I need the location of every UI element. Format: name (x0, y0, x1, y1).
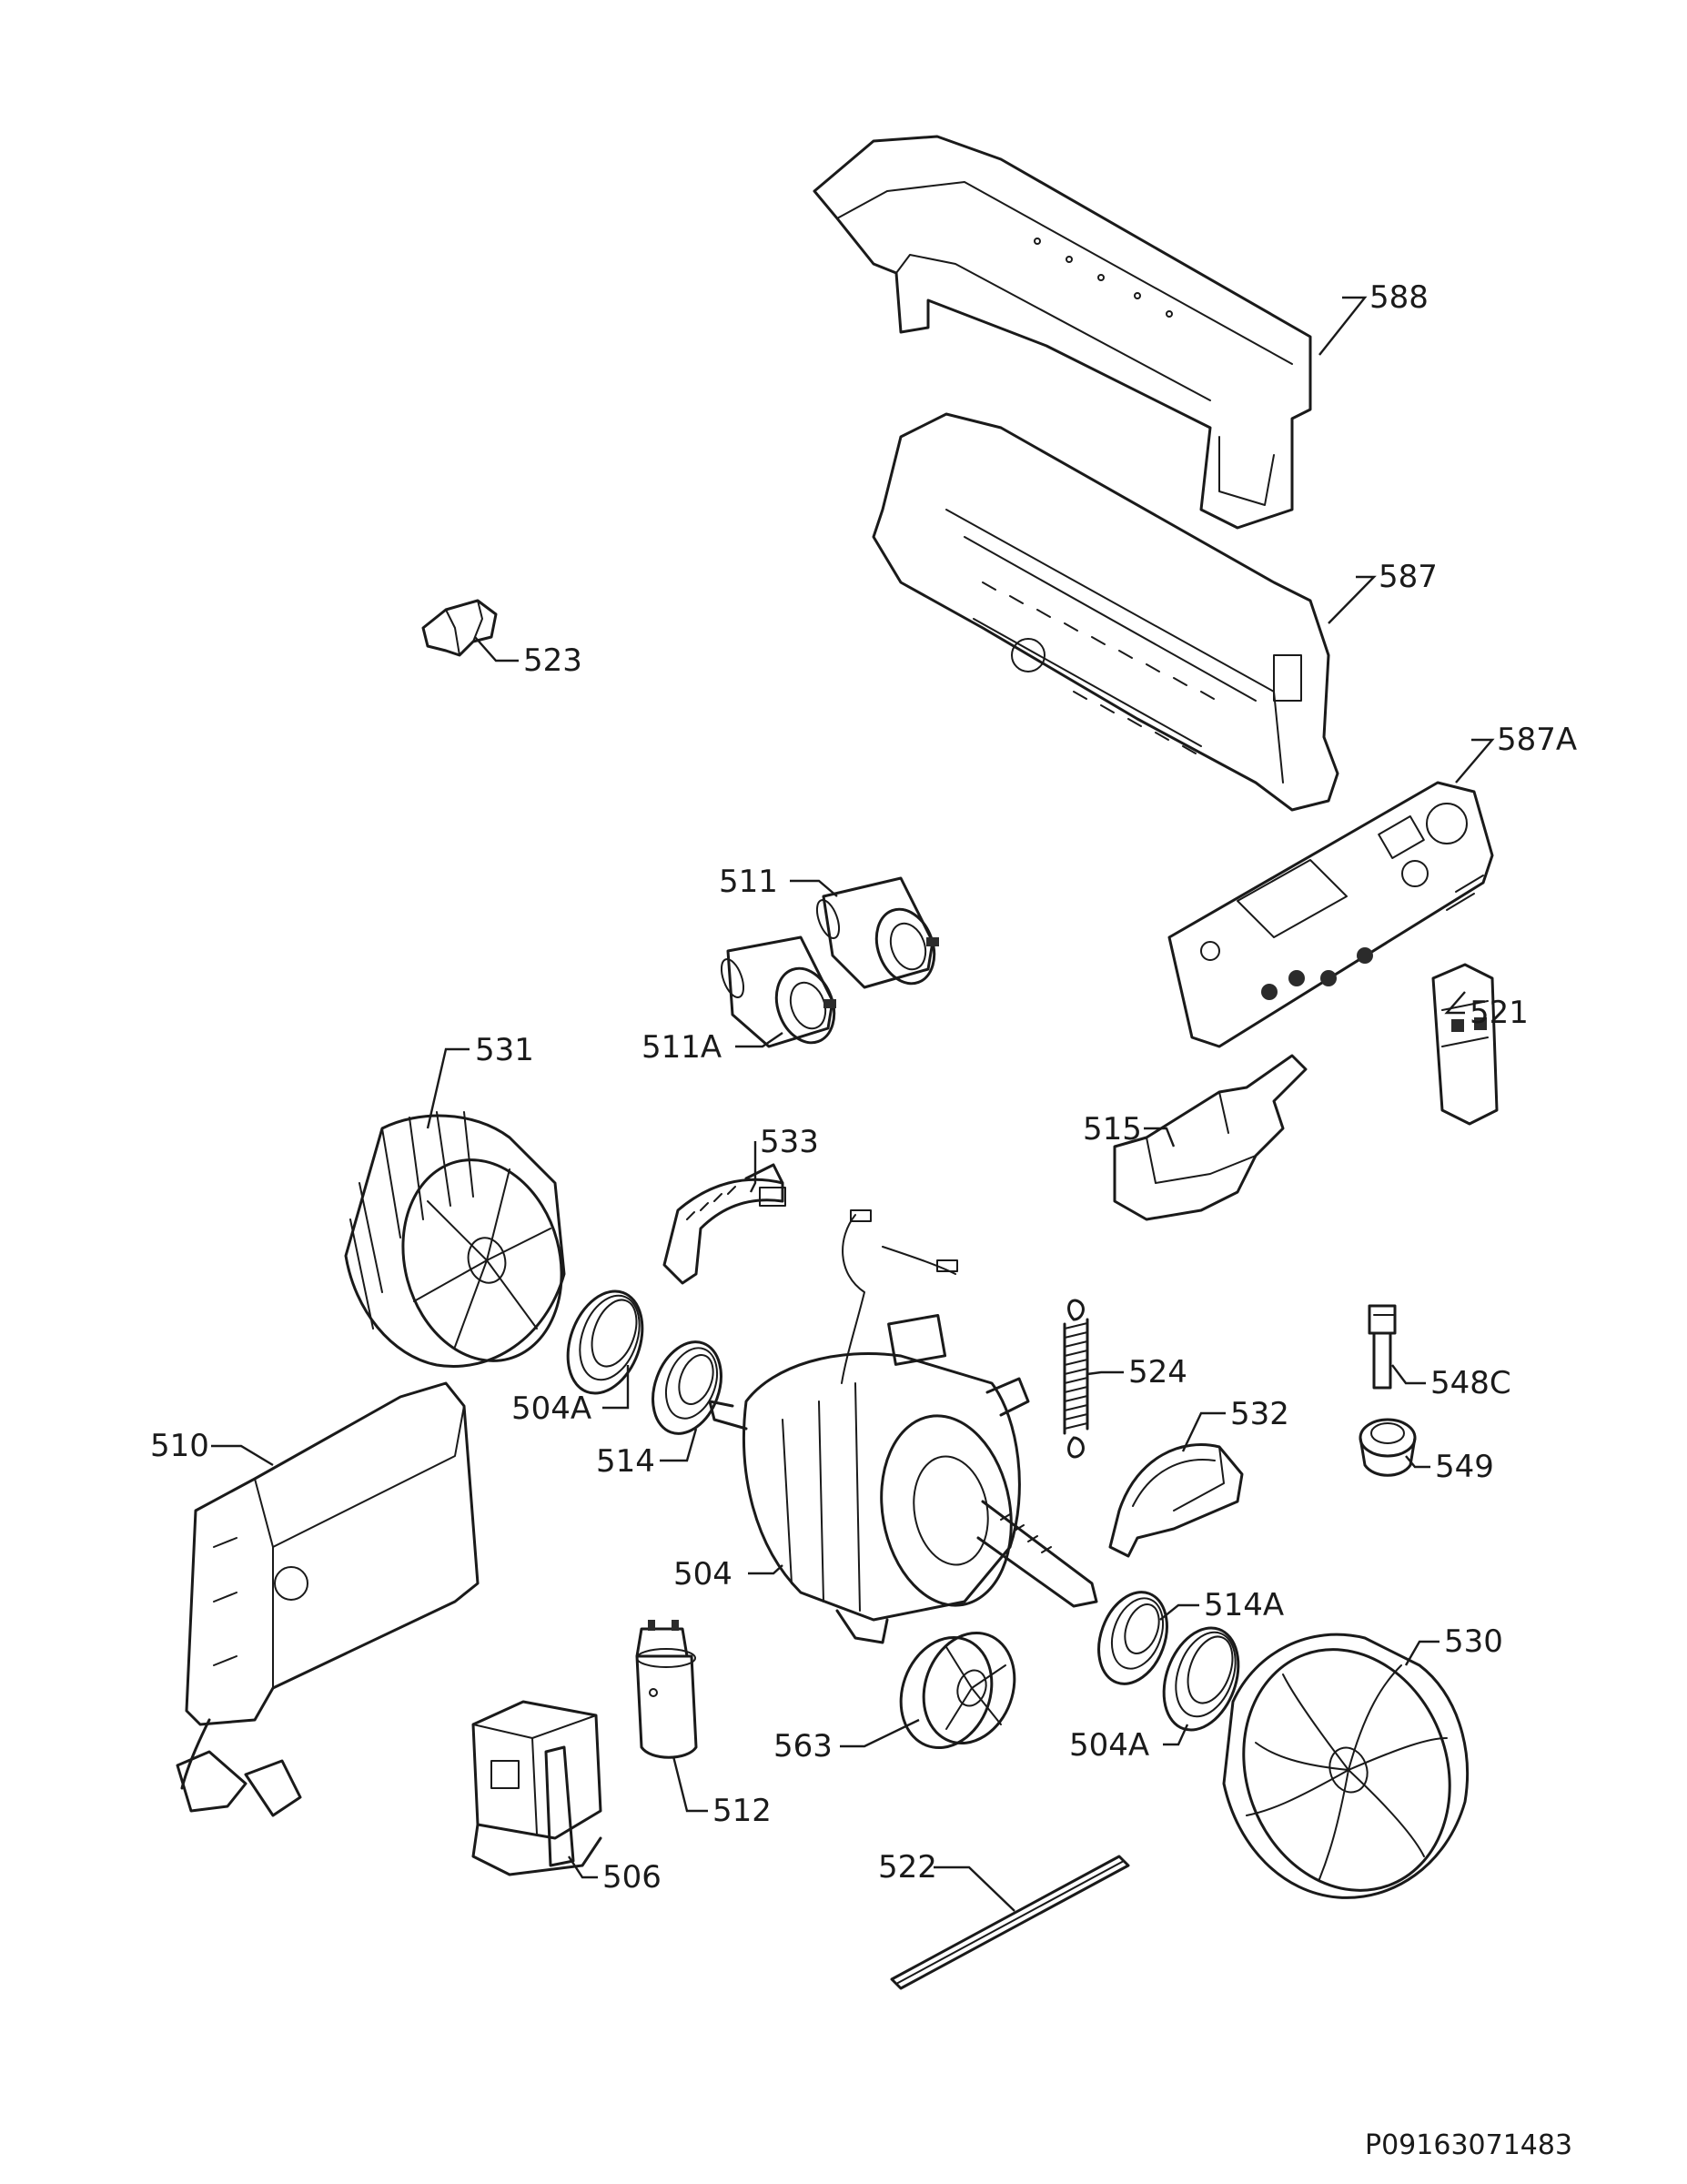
callout-511A: 511A (641, 1029, 722, 1066)
part-510-wiring-frame[interactable] (176, 1381, 480, 1817)
callout-504A-right: 504A (1069, 1727, 1149, 1764)
callout-588: 588 (1369, 279, 1429, 316)
part-588-top-cover-bracket[interactable] (813, 135, 1312, 530)
callout-548C: 548C (1430, 1365, 1511, 1401)
callout-530: 530 (1444, 1623, 1503, 1660)
part-524-tension-spring[interactable] (1063, 1299, 1089, 1459)
part-521-switch-module[interactable] (1431, 963, 1499, 1126)
callout-532: 532 (1230, 1396, 1289, 1432)
part-563-pulley[interactable] (886, 1620, 1030, 1760)
part-514-seal-ring[interactable] (641, 1332, 732, 1443)
callout-587: 587 (1379, 559, 1438, 595)
callout-506: 506 (602, 1859, 662, 1896)
part-587-control-module-housing[interactable] (872, 412, 1339, 812)
callout-511: 511 (719, 864, 778, 900)
part-514A-seal-ring[interactable] (1086, 1582, 1178, 1694)
part-504A-left-bearing-ring[interactable] (554, 1281, 655, 1404)
part-533-motor-bracket[interactable] (662, 1163, 786, 1285)
part-504-drive-motor[interactable] (708, 1209, 1098, 1644)
part-511A-capacitor[interactable] (717, 935, 844, 1051)
part-532-motor-bracket[interactable] (1108, 1443, 1244, 1558)
callout-510: 510 (150, 1428, 209, 1464)
callout-524: 524 (1128, 1354, 1187, 1390)
callout-504A-left: 504A (511, 1390, 591, 1427)
part-511-capacitor[interactable] (813, 876, 944, 992)
part-506-drain-pump[interactable] (471, 1700, 602, 1876)
callout-533: 533 (760, 1124, 819, 1160)
callout-515: 515 (1083, 1111, 1142, 1148)
callout-531: 531 (475, 1032, 534, 1068)
document-code: P09163071483 (1365, 2129, 1572, 2161)
callout-587A: 587A (1497, 722, 1577, 758)
part-530-fan-impeller[interactable] (1210, 1621, 1482, 1920)
part-504A-right-bearing-ring[interactable] (1150, 1618, 1251, 1741)
callout-labels: 588 587 587A 523 511 511A 521 515 531 53… (150, 279, 1577, 1896)
callout-563: 563 (773, 1728, 833, 1764)
callout-512: 512 (712, 1793, 772, 1829)
part-548C-connector-pin[interactable] (1368, 1304, 1397, 1390)
callout-521: 521 (1470, 995, 1529, 1031)
part-522-belt-strip[interactable] (890, 1855, 1130, 1990)
part-587A-control-pcb[interactable] (1167, 781, 1494, 1048)
callout-504: 504 (673, 1556, 732, 1592)
part-512-capacitor-filter[interactable] (635, 1620, 698, 1759)
callout-523: 523 (523, 642, 582, 679)
callout-549: 549 (1435, 1449, 1494, 1485)
part-523-clip[interactable] (421, 599, 498, 657)
part-531-fan-impeller[interactable] (344, 1111, 583, 1379)
part-515-sensor-bracket[interactable] (1113, 1054, 1308, 1221)
callout-522: 522 (878, 1849, 937, 1886)
callout-514A: 514A (1204, 1587, 1284, 1623)
part-549-grommet[interactable] (1359, 1418, 1417, 1477)
leader-lines (211, 296, 1495, 1912)
callout-514: 514 (596, 1443, 655, 1480)
